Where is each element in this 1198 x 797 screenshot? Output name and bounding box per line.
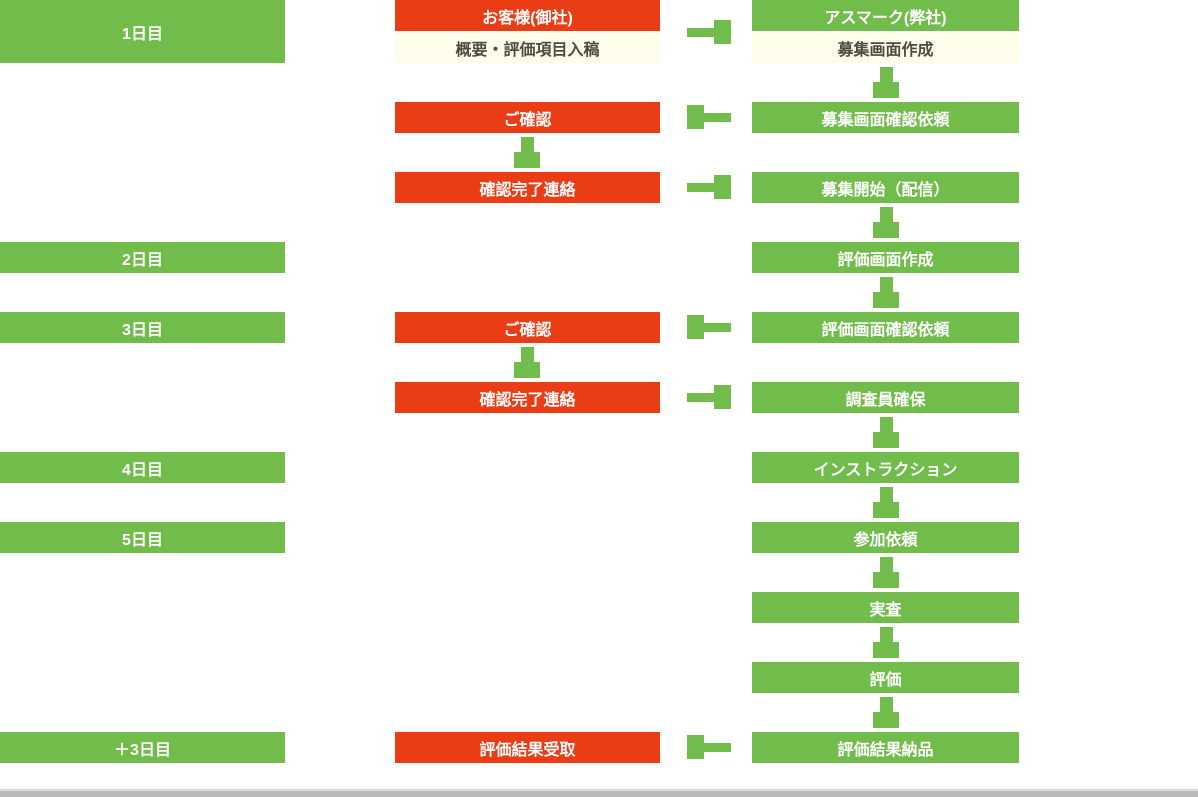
flow-arrow-left-icon bbox=[687, 735, 731, 759]
company-step-box-recruit-start: 募集開始（配信） bbox=[752, 172, 1019, 203]
arrow-shaft bbox=[704, 112, 731, 122]
arrow-shaft bbox=[879, 277, 893, 292]
timeline-bar-day4: 4日目 bbox=[0, 452, 285, 483]
flow-arrow-right-icon bbox=[687, 20, 731, 44]
customer-step-box-confirm-done2: 確認完了連絡 bbox=[395, 382, 660, 413]
arrow-head bbox=[687, 315, 704, 339]
bottom-divider-highlight bbox=[0, 789, 1198, 791]
company-step-box-participation-request: 参加依頼 bbox=[752, 522, 1019, 553]
arrow-head bbox=[873, 712, 899, 728]
flow-arrow-down-icon bbox=[873, 67, 899, 98]
flow-arrow-right-icon bbox=[687, 175, 731, 199]
arrow-head bbox=[873, 432, 899, 448]
customer-step-box-confirm2: ご確認 bbox=[395, 312, 660, 343]
arrow-shaft bbox=[704, 742, 731, 752]
flow-arrow-down-icon bbox=[514, 347, 540, 378]
customer-step-box-receive-results: 評価結果受取 bbox=[395, 732, 660, 763]
flow-arrow-right-icon bbox=[687, 385, 731, 409]
arrow-shaft bbox=[520, 347, 534, 362]
flow-arrow-down-icon bbox=[514, 137, 540, 168]
arrow-head bbox=[873, 292, 899, 308]
arrow-head bbox=[873, 572, 899, 588]
company-step-box-instruction: インストラクション bbox=[752, 452, 1019, 483]
flow-arrow-down-icon bbox=[873, 487, 899, 518]
company-step-box-evaluation: 評価 bbox=[752, 662, 1019, 693]
arrow-head bbox=[514, 152, 540, 168]
flow-arrow-down-icon bbox=[873, 417, 899, 448]
arrow-head bbox=[714, 385, 731, 409]
company-step-box-eval-screen-check-request: 評価画面確認依頼 bbox=[752, 312, 1019, 343]
arrow-shaft bbox=[687, 27, 714, 37]
company-step-box-screen-check-request: 募集画面確認依頼 bbox=[752, 102, 1019, 133]
arrow-head bbox=[687, 105, 704, 129]
timeline-bar-day-plus3: ＋3日目 bbox=[0, 732, 285, 763]
arrow-shaft bbox=[687, 392, 714, 402]
customer-step-box-confirm-done1: 確認完了連絡 bbox=[395, 172, 660, 203]
arrow-shaft bbox=[879, 697, 893, 712]
company-step-box-eval-screen-create: 評価画面作成 bbox=[752, 242, 1019, 273]
company-first-task-box: 募集画面作成 bbox=[752, 32, 1019, 63]
customer-first-task-box: 概要・評価項目入稿 bbox=[395, 32, 660, 63]
timeline-bar-day3: 3日目 bbox=[0, 312, 285, 343]
flow-arrow-down-icon bbox=[873, 557, 899, 588]
arrow-shaft bbox=[879, 487, 893, 502]
arrow-shaft bbox=[879, 627, 893, 642]
arrow-shaft bbox=[687, 182, 714, 192]
arrow-head bbox=[873, 502, 899, 518]
customer-step-box-confirm1: ご確認 bbox=[395, 102, 660, 133]
arrow-head bbox=[687, 735, 704, 759]
company-step-box-fieldwork: 実査 bbox=[752, 592, 1019, 623]
flow-arrow-down-icon bbox=[873, 697, 899, 728]
arrow-shaft bbox=[879, 417, 893, 432]
company-column-header: アスマーク(弊社) bbox=[752, 0, 1019, 31]
company-step-box-surveyor-secure: 調査員確保 bbox=[752, 382, 1019, 413]
timeline-bar-day1: 1日目 bbox=[0, 0, 285, 63]
flow-arrow-down-icon bbox=[873, 627, 899, 658]
timeline-bar-day2: 2日目 bbox=[0, 242, 285, 273]
arrow-shaft bbox=[704, 322, 731, 332]
flow-arrow-down-icon bbox=[873, 277, 899, 308]
bottom-divider bbox=[0, 791, 1198, 797]
arrow-head bbox=[714, 20, 731, 44]
arrow-head bbox=[873, 222, 899, 238]
arrow-head bbox=[714, 175, 731, 199]
customer-column-header: お客様(御社) bbox=[395, 0, 660, 31]
flow-arrow-down-icon bbox=[873, 207, 899, 238]
arrow-shaft bbox=[879, 207, 893, 222]
arrow-shaft bbox=[879, 557, 893, 572]
timeline-bar-day5: 5日目 bbox=[0, 522, 285, 553]
arrow-shaft bbox=[879, 67, 893, 82]
company-step-box-results-delivery: 評価結果納品 bbox=[752, 732, 1019, 763]
arrow-head bbox=[873, 642, 899, 658]
arrow-head bbox=[873, 82, 899, 98]
flow-arrow-left-icon bbox=[687, 315, 731, 339]
arrow-shaft bbox=[520, 137, 534, 152]
flow-arrow-left-icon bbox=[687, 105, 731, 129]
arrow-head bbox=[514, 362, 540, 378]
